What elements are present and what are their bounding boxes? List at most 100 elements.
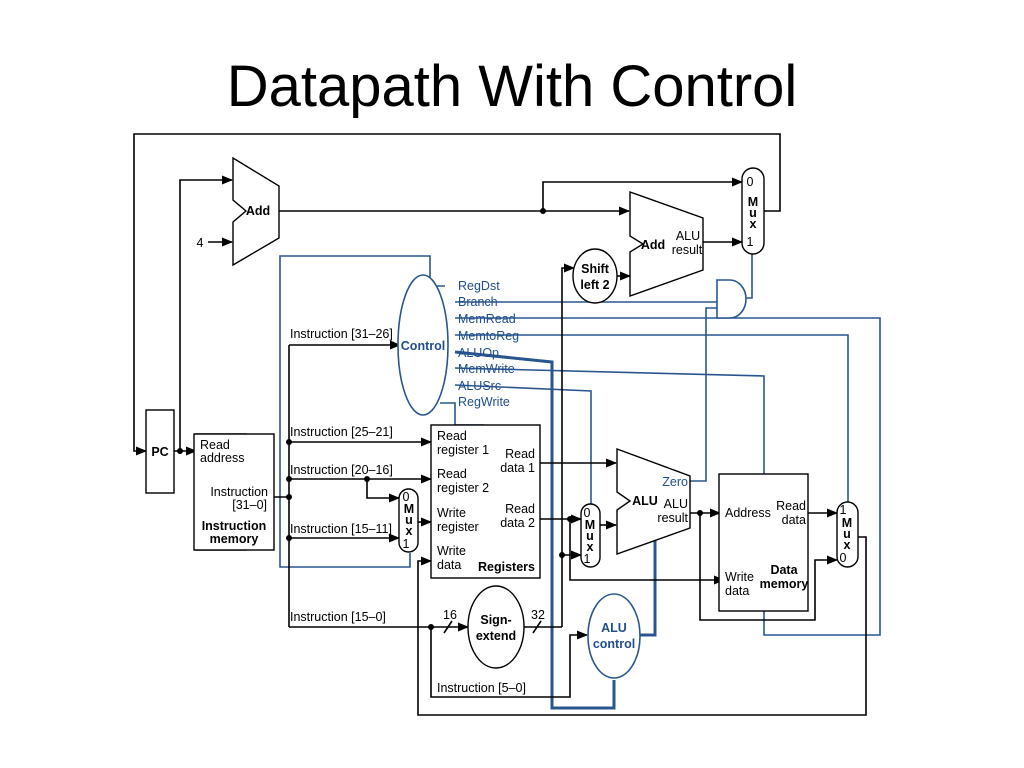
- svg-text:Read: Read: [437, 429, 467, 443]
- field-15-0: Instruction [15–0]: [290, 610, 386, 624]
- svg-text:u: u: [843, 527, 851, 541]
- svg-text:data: data: [782, 513, 806, 527]
- svg-text:1: 1: [584, 552, 591, 566]
- svg-text:Zero: Zero: [662, 475, 688, 489]
- svg-text:Read: Read: [200, 438, 230, 452]
- data-memory: Address Read data Write data Data memory: [718, 473, 809, 612]
- svg-text:Add: Add: [641, 238, 665, 252]
- constant-four: 4: [197, 236, 204, 250]
- svg-text:0: 0: [584, 506, 591, 520]
- datapath-wires: [133, 133, 867, 716]
- svg-text:x: x: [750, 217, 757, 231]
- register-file: Read register 1 Read register 2 Write re…: [430, 424, 541, 579]
- svg-text:extend: extend: [476, 629, 516, 643]
- svg-text:0: 0: [403, 490, 410, 504]
- svg-text:M: M: [585, 518, 595, 532]
- svg-text:ALU: ALU: [676, 229, 700, 243]
- svg-text:data 2: data 2: [500, 516, 535, 530]
- svg-text:address: address: [200, 451, 244, 465]
- branch-adder: Add ALU result: [629, 191, 704, 297]
- svg-text:result: result: [672, 243, 703, 257]
- control-wires: [279, 253, 881, 710]
- signal-branch: Branch: [458, 295, 498, 309]
- signal-memtoreg: MemtoReg: [458, 329, 519, 343]
- svg-text:Instruction: Instruction: [210, 485, 268, 499]
- signal-alusrc: ALUSrc: [458, 379, 501, 393]
- field-15-11: Instruction [15–11]: [290, 522, 392, 536]
- svg-text:Read: Read: [505, 502, 535, 516]
- svg-text:ALU: ALU: [664, 497, 688, 511]
- svg-text:register 2: register 2: [437, 481, 489, 495]
- signal-regwrite: RegWrite: [458, 395, 510, 409]
- svg-text:M: M: [404, 502, 414, 516]
- svg-text:Shift: Shift: [581, 262, 610, 276]
- svg-text:x: x: [406, 524, 413, 538]
- svg-text:0: 0: [747, 175, 754, 189]
- svg-text:Sign-: Sign-: [480, 613, 511, 627]
- signal-aluop: ALUOp: [458, 346, 499, 360]
- svg-text:control: control: [593, 637, 635, 651]
- svg-text:1: 1: [747, 235, 754, 249]
- field-31-26: Instruction [31–26]: [290, 327, 393, 341]
- alu-control: ALU control: [587, 593, 641, 679]
- svg-text:data: data: [725, 584, 749, 598]
- svg-text:Data: Data: [770, 563, 798, 577]
- slide-title: Datapath With Control: [226, 54, 798, 119]
- signal-regdst: RegDst: [458, 279, 500, 293]
- shift-left-2: Shift left 2: [572, 248, 618, 304]
- junction-dots: [177, 208, 703, 630]
- svg-text:Control: Control: [401, 339, 445, 353]
- svg-text:Registers: Registers: [478, 560, 535, 574]
- program-counter: PC: [145, 409, 175, 494]
- instruction-field-labels: Instruction [31–26] Instruction [25–21] …: [290, 327, 526, 695]
- pc-mux: 0 M u x 1: [741, 167, 765, 255]
- control-unit: Control RegDst Branch MemRead MemtoReg A…: [397, 274, 519, 416]
- svg-text:u: u: [405, 513, 413, 527]
- branch-and-gate: [716, 279, 747, 319]
- sign-extend: Sign- extend 16 32: [443, 585, 545, 669]
- svg-text:M: M: [748, 195, 758, 209]
- svg-text:1: 1: [840, 503, 847, 517]
- svg-text:Read: Read: [437, 467, 467, 481]
- svg-text:u: u: [586, 529, 594, 543]
- svg-text:register: register: [437, 520, 479, 534]
- svg-text:Add: Add: [246, 204, 270, 218]
- instruction-memory: Read address Instruction [31–0] Instruct…: [193, 433, 275, 551]
- svg-text:memory: memory: [210, 532, 259, 546]
- svg-text:left 2: left 2: [580, 278, 609, 292]
- svg-text:1: 1: [403, 537, 410, 551]
- svg-text:M: M: [842, 516, 852, 530]
- svg-text:data: data: [437, 558, 461, 572]
- signal-memwrite: MemWrite: [458, 362, 515, 376]
- svg-text:Write: Write: [437, 544, 466, 558]
- alusrc-mux: 0 M u x 1: [580, 503, 601, 568]
- svg-text:register 1: register 1: [437, 443, 489, 457]
- svg-text:Write: Write: [725, 570, 754, 584]
- svg-text:0: 0: [840, 551, 847, 565]
- svg-text:result: result: [657, 511, 688, 525]
- svg-text:Address: Address: [725, 506, 771, 520]
- svg-text:ALU: ALU: [601, 621, 627, 635]
- bits-32: 32: [531, 608, 545, 622]
- svg-text:data 1: data 1: [500, 461, 535, 475]
- svg-text:Write: Write: [437, 506, 466, 520]
- pc-adder: Add 4: [197, 156, 280, 267]
- field-25-21: Instruction [25–21]: [290, 425, 393, 439]
- svg-text:PC: PC: [151, 445, 168, 459]
- svg-text:ALU: ALU: [632, 494, 658, 508]
- svg-text:memory: memory: [760, 577, 809, 591]
- alu: ALU Zero ALU result: [616, 447, 691, 555]
- svg-text:[31–0]: [31–0]: [232, 498, 267, 512]
- svg-text:x: x: [587, 540, 594, 554]
- svg-text:Read: Read: [776, 499, 806, 513]
- regdst-mux: 0 M u x 1: [398, 488, 419, 553]
- bits-16: 16: [443, 608, 457, 622]
- field-20-16: Instruction [20–16]: [290, 463, 393, 477]
- svg-text:Read: Read: [505, 447, 535, 461]
- svg-text:x: x: [844, 538, 851, 552]
- svg-text:Instruction: Instruction: [202, 519, 267, 533]
- field-5-0: Instruction [5–0]: [437, 681, 526, 695]
- memtoreg-mux: 1 M u x 0: [836, 501, 859, 568]
- svg-text:u: u: [749, 206, 757, 220]
